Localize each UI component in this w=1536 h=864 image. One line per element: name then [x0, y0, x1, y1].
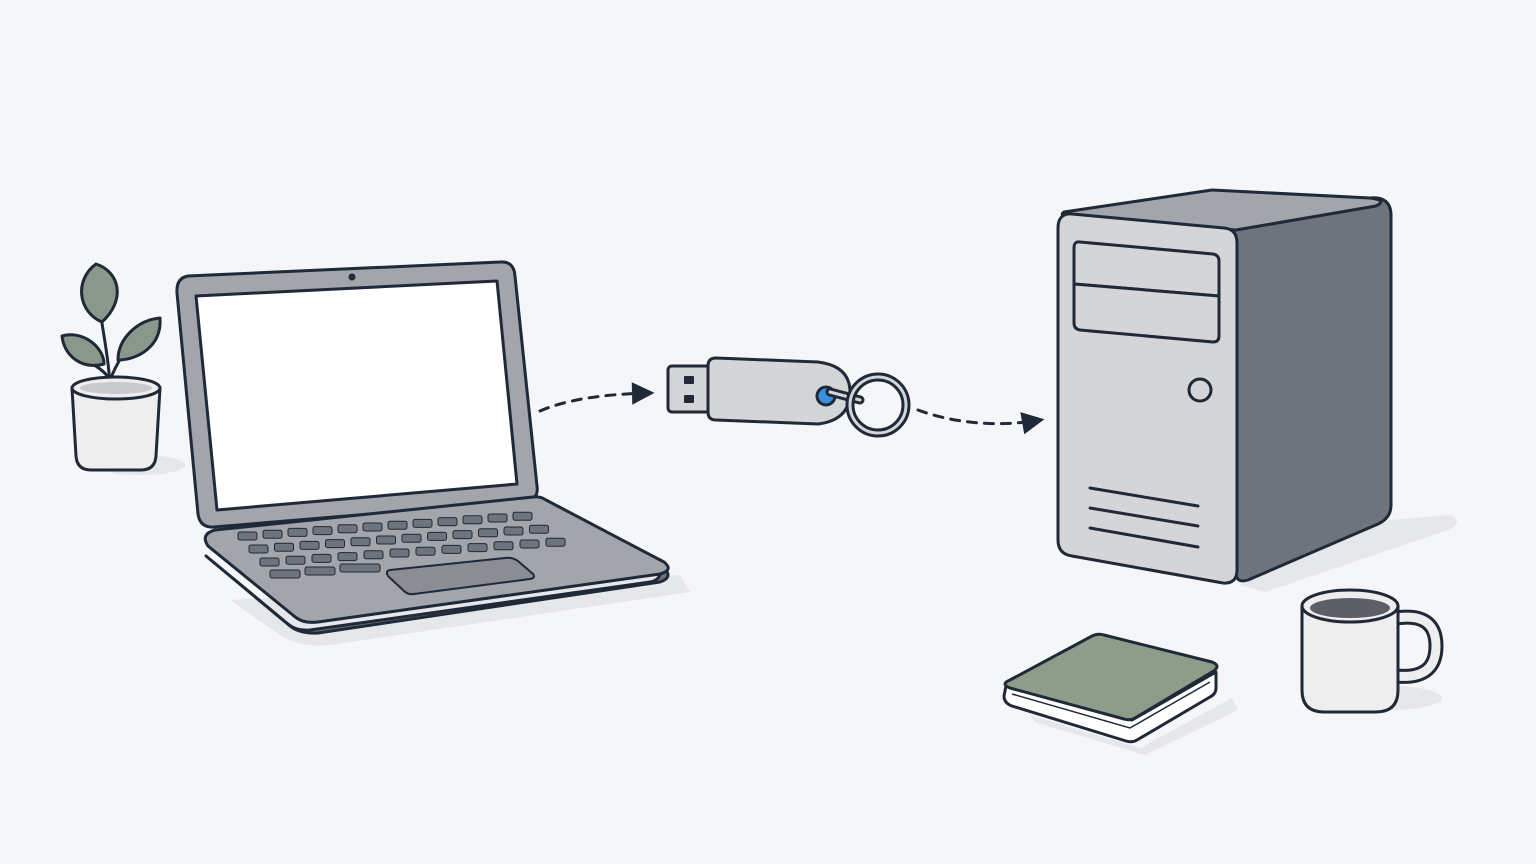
plant-pot [60, 262, 185, 475]
laptop [175, 260, 690, 646]
keyboard-key [237, 531, 258, 541]
keyboard-key [545, 537, 566, 547]
vent-line-1 [1088, 486, 1200, 508]
keyboard-key [362, 522, 383, 532]
usb-pin-bottom [684, 395, 694, 403]
laptop-trackpad [385, 556, 535, 596]
laptop-to-usb-arrow [538, 382, 655, 413]
plant-soil [80, 382, 152, 394]
mug-handle-fill [1391, 612, 1441, 681]
keyboard-key [519, 539, 540, 549]
keyboard-key [248, 544, 269, 554]
usb-connector [666, 364, 714, 414]
keyboard-key [274, 542, 294, 552]
keyboard-key [363, 550, 384, 560]
leaf-right [116, 316, 162, 362]
keyboard-key [262, 529, 283, 539]
keyboard-key [312, 526, 333, 536]
keyboard-key [478, 528, 498, 538]
keyboard-key [512, 511, 533, 521]
book-page-line-1 [1011, 681, 1211, 729]
keyboard-key [427, 531, 447, 541]
keyboard-key [401, 533, 422, 543]
keyboard-key [437, 517, 458, 527]
plant-pot-body [70, 386, 162, 472]
keyboard-key [376, 535, 396, 545]
vent-line-3 [1088, 526, 1200, 549]
keyboard-key [462, 515, 483, 525]
book-cover [1003, 632, 1219, 722]
keyboard-key [389, 548, 410, 558]
usb-pin-top [684, 376, 694, 384]
keyboard-key [339, 563, 381, 573]
keyboard-key [269, 569, 301, 579]
webcam-dot [348, 273, 356, 281]
book-shadow [1030, 698, 1238, 755]
mug-coffee [1310, 598, 1390, 618]
usb-flash-drive [666, 356, 911, 438]
keyboard-key [387, 520, 408, 530]
power-button [1187, 377, 1213, 403]
drive-bay-bottom [1072, 282, 1221, 344]
keyboard-key [337, 552, 358, 562]
keyboard-key [350, 537, 371, 547]
leaf-top [80, 262, 119, 324]
tower-shadow [1240, 515, 1458, 592]
keyboard-key [259, 557, 280, 567]
keyboard-key [415, 546, 436, 556]
laptop-keyboard [237, 511, 566, 579]
book-pages [1002, 670, 1218, 744]
keyboard-key [311, 553, 332, 563]
key-ring-inner [848, 375, 908, 435]
leaf-left [60, 333, 106, 367]
keyboard-key [304, 566, 336, 576]
keyboard-key [503, 526, 524, 536]
keyboard-key [452, 530, 473, 540]
keyboard-key [493, 541, 514, 551]
keyboard-key [467, 543, 488, 553]
keyboard-key [441, 544, 462, 554]
tower-side-panel [1230, 196, 1393, 583]
keyboard-key [299, 540, 320, 550]
keyboard-key [529, 524, 549, 534]
vent-line-2 [1088, 506, 1200, 528]
usb-body [706, 356, 852, 426]
usb-to-tower-arrow [916, 408, 1045, 435]
keyboard-key [412, 518, 433, 528]
keyboard-key [325, 539, 345, 549]
coffee-mug [1300, 588, 1444, 714]
laptop-screen [194, 279, 519, 512]
book [1002, 632, 1238, 755]
keyboard-key [287, 527, 308, 537]
keyboard-key [487, 513, 508, 523]
keyboard-key [337, 524, 358, 534]
desktop-tower [1056, 188, 1458, 592]
mug-body [1300, 604, 1400, 714]
keyboard-key [285, 555, 306, 565]
